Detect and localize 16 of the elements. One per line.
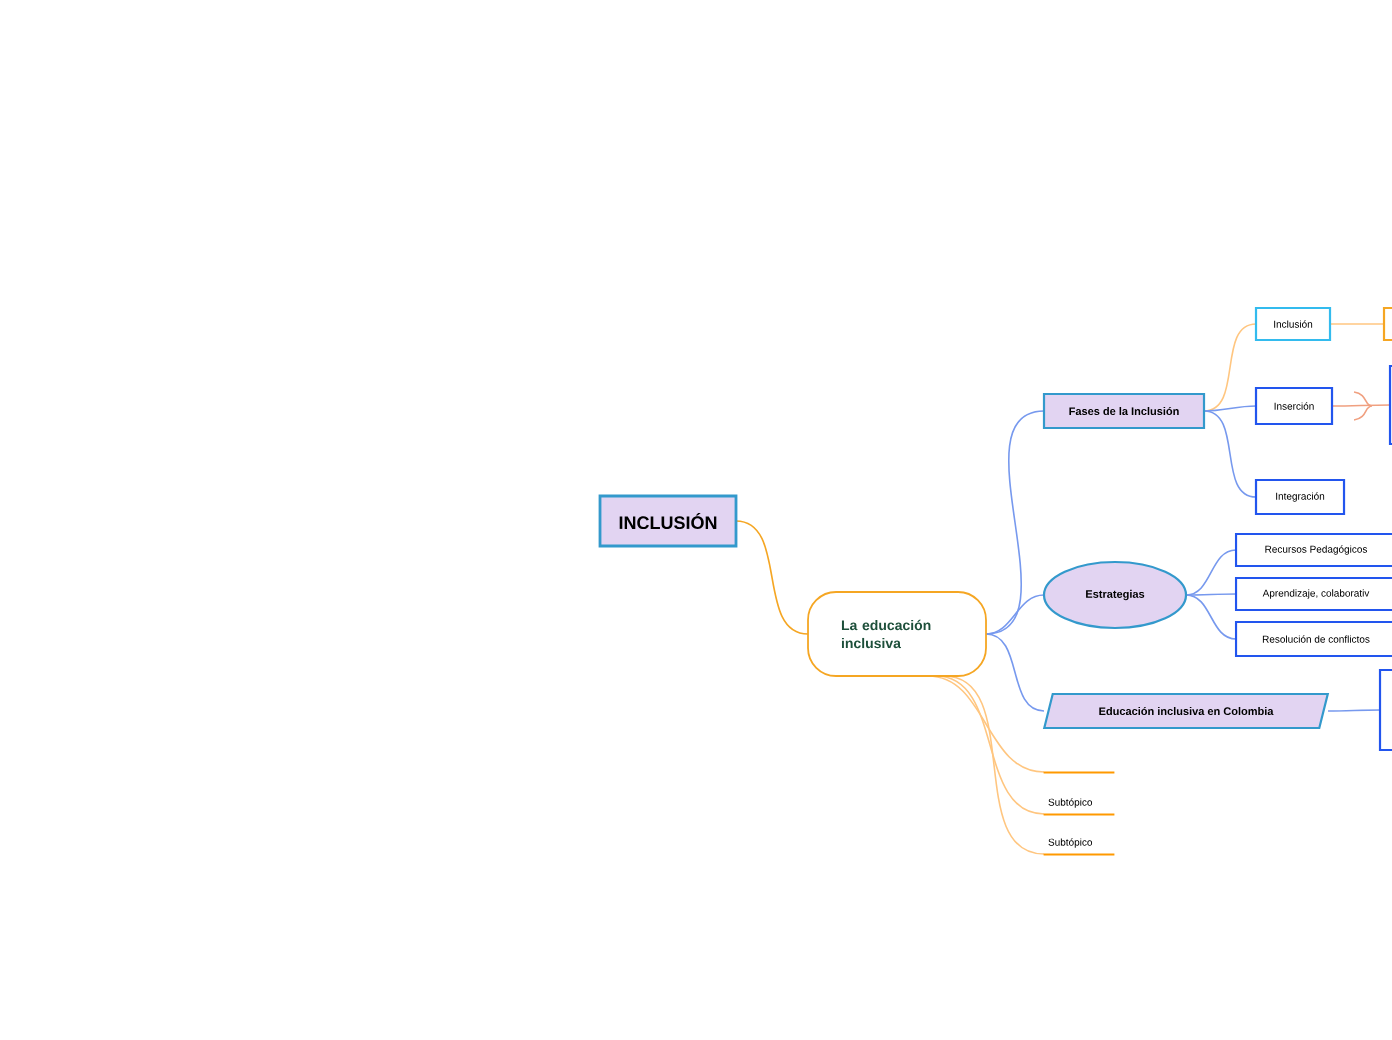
connector — [735, 520, 809, 635]
title-box: INCLUSIÓN — [598, 494, 738, 548]
connector — [1203, 405, 1257, 412]
connector — [1203, 410, 1257, 498]
connector — [1327, 709, 1381, 712]
connector — [1185, 594, 1237, 640]
connector — [1185, 549, 1237, 596]
connector — [1185, 593, 1237, 596]
empty-box — [1378, 668, 1392, 752]
subtopic-line — [1042, 771, 1116, 774]
connector — [985, 633, 1045, 712]
connector — [1203, 323, 1257, 412]
connector — [985, 594, 1045, 635]
empty-box — [1382, 306, 1392, 342]
connector — [1331, 404, 1391, 407]
connector — [1329, 323, 1385, 325]
